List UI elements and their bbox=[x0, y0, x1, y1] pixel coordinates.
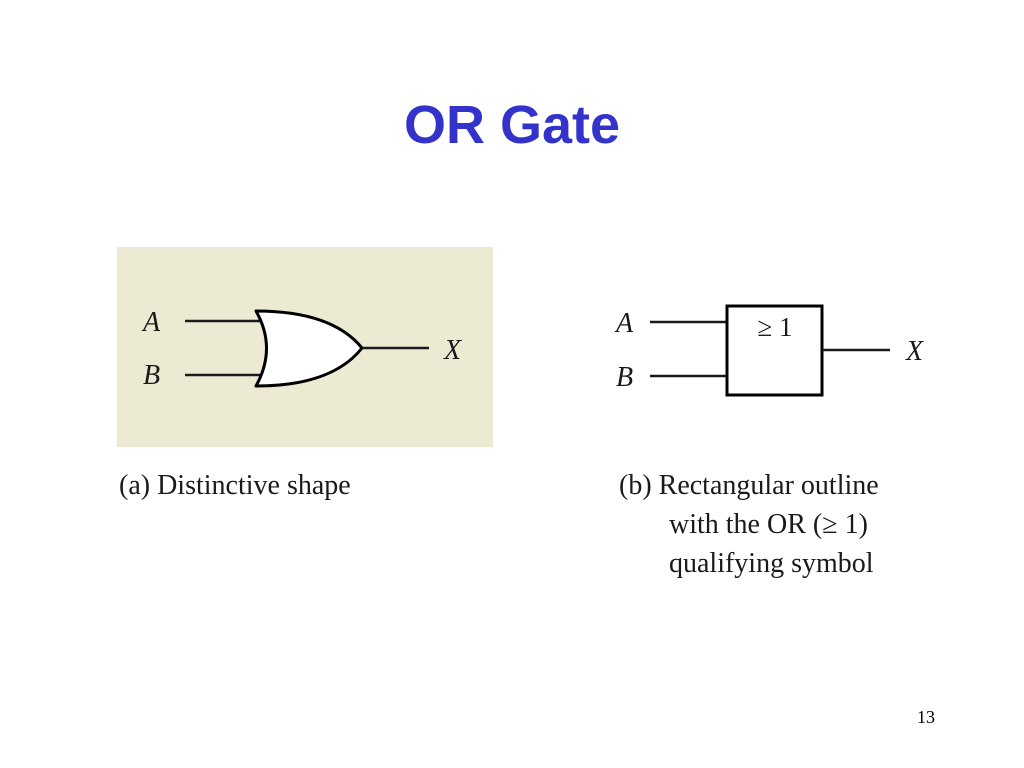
caption-distinctive-shape: (a) Distinctive shape bbox=[119, 470, 351, 501]
output-x-label: X bbox=[905, 336, 924, 367]
input-a-label: A bbox=[614, 308, 634, 339]
input-b-label: B bbox=[616, 362, 633, 393]
qualifier-symbol: ≥ 1 bbox=[757, 312, 792, 342]
caption-line: (b) Rectangular outline bbox=[619, 470, 879, 501]
caption-rectangular-outline: (b) Rectangular outline with the OR (≥ 1… bbox=[619, 466, 879, 583]
input-b-label: B bbox=[143, 360, 160, 391]
or-gate-distinctive-diagram: A B X bbox=[117, 247, 493, 447]
caption-line: with the OR (≥ 1) bbox=[669, 509, 868, 540]
input-a-label: A bbox=[141, 307, 161, 338]
or-gate-symbol bbox=[254, 309, 364, 388]
output-x-label: X bbox=[443, 335, 462, 366]
or-gate-rectangular-diagram: A B ≥ 1 X bbox=[614, 304, 924, 397]
page-number: 13 bbox=[917, 707, 935, 727]
caption-line: qualifying symbol bbox=[669, 548, 874, 579]
or-gate-rectangle bbox=[725, 304, 824, 397]
slide-title: OR Gate bbox=[403, 95, 621, 155]
